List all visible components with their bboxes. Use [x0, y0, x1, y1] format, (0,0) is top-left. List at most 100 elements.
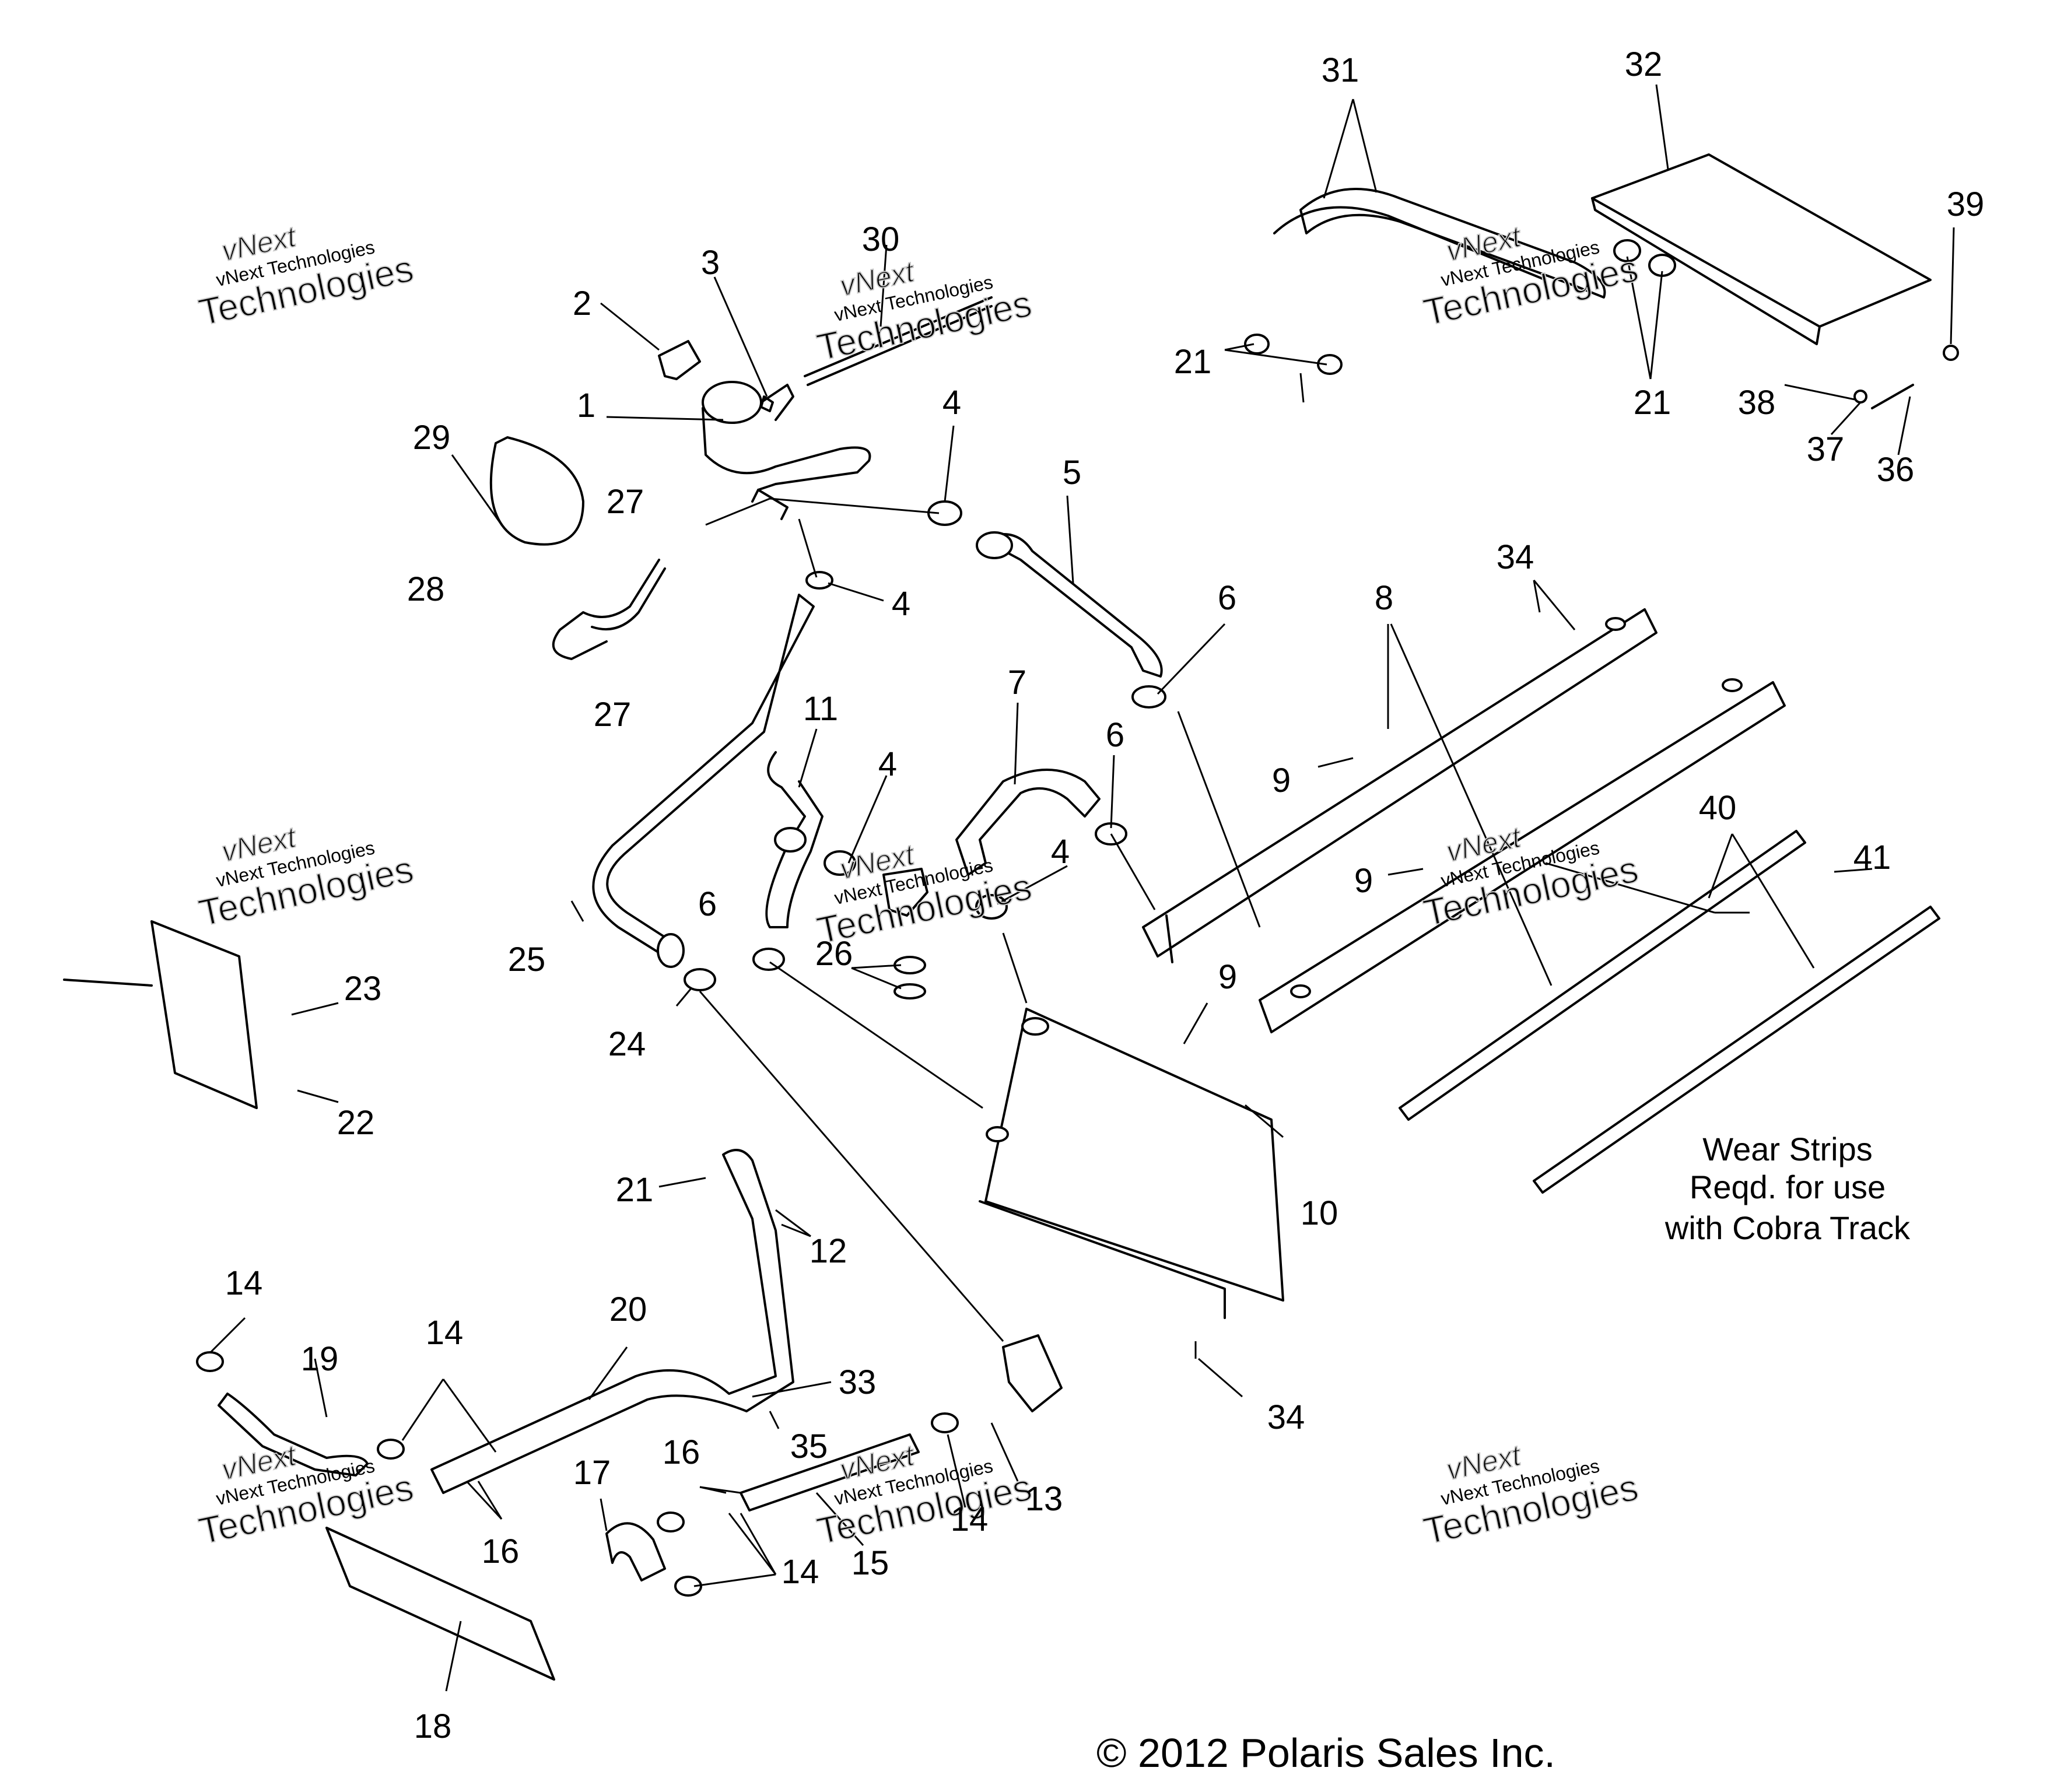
callout-34: 34 [1267, 1398, 1305, 1436]
callout-41: 41 [1853, 839, 1891, 876]
callout-21: 21 [1634, 384, 1671, 422]
leader-lines [209, 84, 1955, 1692]
callout-9: 9 [1272, 762, 1291, 799]
callout-labels: 1 2 3 4 4 4 4 5 6 6 6 7 8 9 9 9 10 11 12… [225, 45, 1985, 1745]
hose-clamp [975, 894, 1008, 920]
callout-7: 7 [1008, 664, 1026, 702]
nut-39 [1943, 345, 1959, 361]
callout-35: 35 [790, 1428, 828, 1465]
callout-25: 25 [508, 941, 546, 979]
thermostat-housing [882, 868, 928, 917]
hose-11 [765, 751, 824, 928]
callout-14: 14 [225, 1264, 263, 1302]
callout-21: 21 [1174, 343, 1212, 381]
callout-10: 10 [1301, 1194, 1338, 1232]
callout-2: 2 [573, 285, 591, 322]
callout-5: 5 [1063, 454, 1081, 492]
hose-clamp [657, 1512, 685, 1533]
hose-clamp [1131, 685, 1166, 709]
hose-clamp [1317, 354, 1343, 375]
callout-9: 9 [1218, 958, 1237, 996]
callout-4: 4 [892, 585, 910, 623]
cooler-32 [1591, 153, 1932, 345]
hose-17 [605, 1522, 666, 1581]
wear-strips-note: Wear Strips Reqd. for use with Cobra Tra… [1664, 1131, 1911, 1246]
watermark: vNext vNext Technologies Technologies [813, 1438, 1036, 1553]
callout-26: 26 [815, 935, 853, 973]
hose-clamp [752, 948, 785, 971]
callout-13: 13 [1025, 1480, 1063, 1518]
callout-20: 20 [609, 1290, 647, 1328]
callout-40: 40 [1699, 789, 1737, 827]
callout-3: 3 [701, 244, 720, 282]
callout-28: 28 [407, 570, 445, 608]
copyright-text: © 2012 Polaris Sales Inc. [1096, 1730, 1555, 1776]
callout-38: 38 [1738, 384, 1776, 422]
lower-left-cooler [325, 1527, 555, 1681]
callout-14: 14 [782, 1553, 819, 1591]
callout-32: 32 [1625, 45, 1663, 83]
hose-clamp [377, 1439, 405, 1460]
callout-23: 23 [344, 970, 382, 1008]
callout-18: 18 [414, 1707, 452, 1745]
pressure-cap [658, 340, 701, 380]
callout-24: 24 [608, 1025, 646, 1063]
callout-1: 1 [577, 387, 595, 425]
callout-16: 16 [482, 1533, 520, 1570]
callout-12: 12 [810, 1232, 847, 1270]
hose-19 [218, 1393, 369, 1477]
callout-36: 36 [1877, 451, 1915, 489]
hose-15 [740, 1433, 920, 1512]
hose-clamp [805, 571, 833, 590]
note-line-3: with Cobra Track [1664, 1209, 1911, 1246]
strap-loop [489, 436, 584, 546]
hose-clamp [1244, 334, 1270, 355]
callout-31: 31 [1322, 51, 1359, 89]
callout-21: 21 [616, 1171, 654, 1209]
watermark: vNext vNext Technologies Technologies [813, 837, 1036, 952]
note-line-1: Wear Strips [1702, 1131, 1872, 1167]
callout-37: 37 [1807, 430, 1845, 468]
tunnel-cooler-lower [1259, 678, 1786, 1033]
watermark: vNext vNext Technologies Technologies [813, 254, 1036, 369]
callout-33: 33 [839, 1363, 877, 1401]
callout-15: 15 [851, 1544, 889, 1582]
left-cooler [63, 920, 258, 1109]
hose-clamp [931, 1412, 959, 1433]
callout-4: 4 [1051, 833, 1070, 871]
callout-14: 14 [951, 1500, 989, 1538]
thermostat [893, 956, 926, 1000]
hose-clamp [196, 1351, 224, 1372]
callout-27: 27 [594, 696, 632, 734]
note-line-2: Reqd. for use [1690, 1169, 1886, 1205]
washer-37 [1853, 390, 1867, 404]
small-hose-28 [552, 559, 666, 660]
callout-19: 19 [301, 1340, 339, 1378]
fitting-13 [1002, 1334, 1063, 1412]
callout-4: 4 [942, 384, 961, 422]
hose-clamp [674, 1576, 702, 1597]
callout-4: 4 [878, 745, 897, 783]
hose-20 [430, 1149, 794, 1494]
callout-34: 34 [1497, 538, 1534, 576]
callout-9: 9 [1354, 862, 1373, 900]
hose-clamp [684, 968, 716, 991]
callout-8: 8 [1375, 579, 1393, 617]
watermark: vNext vNext Technologies Technologies [195, 219, 418, 334]
hose-25 [592, 594, 815, 968]
callout-22: 22 [337, 1104, 375, 1142]
callout-29: 29 [413, 419, 451, 457]
bolt-36 [1871, 384, 1914, 409]
coolant-bottle [702, 381, 871, 520]
callout-16: 16 [663, 1433, 700, 1471]
callout-27: 27 [607, 483, 644, 521]
watermark: vNext vNext Technologies Technologies [1420, 1438, 1642, 1553]
svg-text:vNext: vNext [1443, 1439, 1525, 1486]
hose-31 [1273, 188, 1606, 299]
tunnel-cooler-upper [1142, 608, 1657, 963]
hose-5 [976, 531, 1163, 678]
hose-clamp [824, 850, 856, 876]
callout-6: 6 [1106, 716, 1124, 754]
wear-strip [1399, 830, 1806, 1121]
watermark: vNext vNext Technologies Technologies [195, 1438, 418, 1553]
